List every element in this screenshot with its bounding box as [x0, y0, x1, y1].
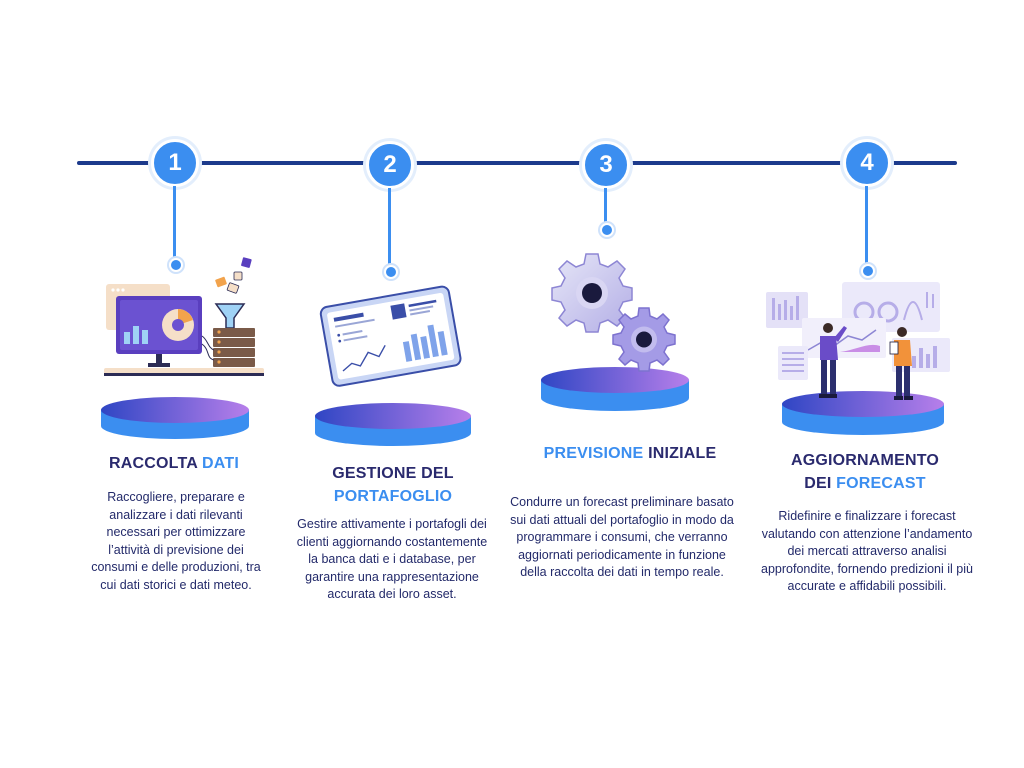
tablet-dashboard-icon [319, 285, 462, 387]
step-3-title-part-b: INIZIALE [643, 445, 717, 462]
step-1-dot [169, 258, 183, 272]
step-3-dot [600, 223, 614, 237]
timeline-line [77, 161, 957, 165]
step-1-title: RACCOLTA DATI [60, 452, 288, 475]
step-3-title: PREVISIONE INIZIALE [505, 442, 755, 465]
step-4-dot [861, 264, 875, 278]
step-3-number: 3 [582, 141, 630, 189]
step-1-title-part-a: RACCOLTA [109, 455, 203, 472]
step-1-title-highlight: DATI [202, 455, 239, 472]
step-4-title-part-a: AGGIORNAMENTO [790, 452, 940, 469]
step-3-pedestal [541, 367, 689, 411]
step-2-dot [384, 265, 398, 279]
step-4-title-highlight: FORECAST [836, 475, 926, 492]
step-3-description: Condurre un forecast preliminare basato … [510, 495, 734, 579]
step-1-number: 1 [151, 139, 199, 187]
step-4-description: Ridefinire e finalizzare i forecast valu… [761, 509, 973, 593]
computer-dashboard-icon [104, 257, 264, 376]
people-analytics-icon [766, 282, 950, 400]
step-2-title-part-a: GESTIONE DEL [332, 465, 454, 482]
step-4-connector [865, 186, 868, 264]
step-1-pedestal [101, 397, 249, 439]
gears-icon [551, 253, 676, 372]
step-2-pedestal [315, 403, 471, 446]
step-3-connector [604, 188, 607, 224]
step-3-title-highlight: PREVISIONE [543, 445, 644, 462]
step-1-description: Raccogliere, preparare e analizzare i da… [91, 490, 261, 592]
step-2-connector [388, 188, 391, 266]
step-2-description: Gestire attivamente i portafogli dei cli… [296, 517, 488, 601]
step-2-title-highlight: PORTAFOGLIO [333, 488, 453, 505]
step-4-title: AGGIORNAMENTO DEI FORECAST [750, 449, 980, 495]
step-4-title-part-b: DEI [804, 475, 837, 492]
step-4-number: 4 [843, 139, 891, 187]
step-2-number: 2 [366, 141, 414, 189]
step-1-connector [173, 186, 176, 258]
step-2-title: GESTIONE DEL PORTAFOGLIO [278, 462, 508, 508]
